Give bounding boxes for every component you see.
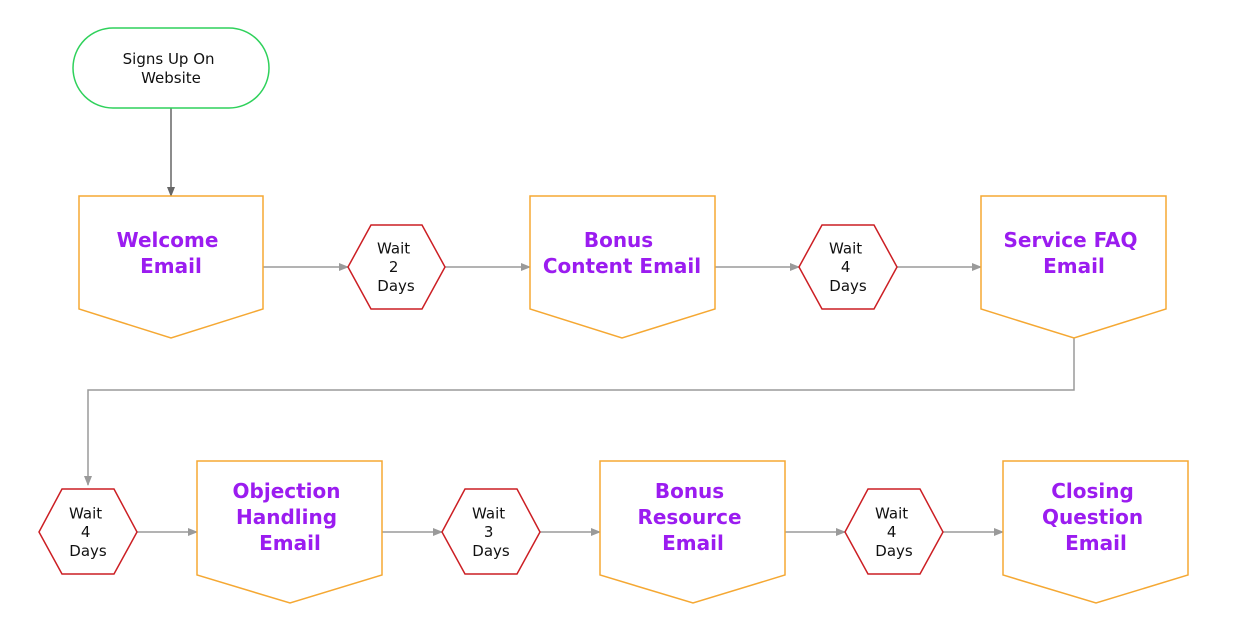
email-node-closing-question: Closing Question Email [1002,460,1189,604]
wait-node-label-line: Days [69,541,107,559]
connectors [84,108,1075,536]
email-node-label-line: Content Email [543,254,701,278]
wait-node-label-line: Days [472,541,510,559]
wait-node-label: Wait 4 Days [875,504,913,560]
email-node-shape [529,195,716,339]
email-node-label-line: Question [1042,505,1143,529]
email-node-welcome: Welcome Email [78,195,264,339]
wait-node-label-line: Wait [377,239,410,257]
email-node-shape [980,195,1167,339]
wait-node-2: Wait 4 Days [798,224,898,310]
email-nodes: Welcome Email Bonus Content Email Servic… [78,195,1189,604]
wait-node-shape [347,224,446,310]
email-node-objection-handling: Objection Handling Email [196,460,383,604]
wait-node-shape [38,488,138,575]
email-node-shape [78,195,264,339]
email-node-shape [599,460,786,604]
email-node-service-faq: Service FAQ Email [980,195,1167,339]
wait-node-label-line: Wait [69,504,102,522]
email-node-label-line: Email [662,531,724,555]
wait-node-label-line: 4 [81,523,91,541]
email-node-label: Welcome Email [117,228,226,278]
email-node-label: Service FAQ Email [1004,228,1145,278]
start-node-label: Signs Up On Website [123,50,220,87]
email-node-bonus-content: Bonus Content Email [529,195,716,339]
email-node-label-line: Service FAQ [1004,228,1138,252]
email-node-shape [196,460,383,604]
email-node-label: Closing Question Email [1042,479,1150,555]
start-node-label-line: Website [141,68,201,86]
email-node-label-line: Bonus [655,479,724,503]
wait-node-label-line: Days [829,276,867,294]
wait-node-5: Wait 4 Days [844,488,944,575]
wait-node-shape [844,488,944,575]
wait-node-3: Wait 4 Days [38,488,138,575]
wait-node-label-line: Days [875,541,913,559]
start-node-label-line: Signs Up On [123,50,215,68]
email-node-label-line: Objection [233,479,341,503]
email-node-label-line: Resource [637,505,741,529]
email-node-label-line: Bonus [584,228,653,252]
email-node-label: Bonus Content Email [543,228,701,278]
start-node-shape [72,27,270,109]
email-node-label-line: Email [140,254,202,278]
wait-node-4: Wait 3 Days [441,488,541,575]
wait-node-label-line: 4 [841,258,851,276]
connector-service-faq-to-wait-3 [84,338,1075,486]
wait-node-label-line: Wait [829,239,862,257]
email-node-shape [1002,460,1189,604]
email-node-label-line: Email [259,531,321,555]
wait-node-label-line: Wait [472,504,505,522]
email-node-label: Bonus Resource Email [637,479,748,555]
wait-node-label: Wait 4 Days [69,504,107,560]
wait-node-1: Wait 2 Days [347,224,446,310]
wait-node-label: Wait 4 Days [829,239,867,295]
wait-node-shape [441,488,541,575]
email-node-label: Objection Handling Email [233,479,348,555]
wait-node-label-line: Days [377,276,415,294]
email-node-label-line: Email [1065,531,1127,555]
email-node-label-line: Handling [236,505,337,529]
email-node-label-line: Welcome [117,228,219,252]
wait-nodes: Wait 2 Days Wait 4 Days Wait 4 Days [38,224,944,575]
start-node: Signs Up On Website [72,27,270,109]
wait-node-label: Wait 2 Days [377,239,415,295]
wait-node-label-line: 3 [484,523,494,541]
email-node-label-line: Closing [1051,479,1134,503]
email-node-bonus-resource: Bonus Resource Email [599,460,786,604]
wait-node-label: Wait 3 Days [472,504,510,560]
wait-node-shape [798,224,898,310]
wait-node-label-line: Wait [875,504,908,522]
wait-node-label-line: 4 [887,523,897,541]
wait-node-label-line: 2 [389,258,399,276]
email-node-label-line: Email [1043,254,1105,278]
